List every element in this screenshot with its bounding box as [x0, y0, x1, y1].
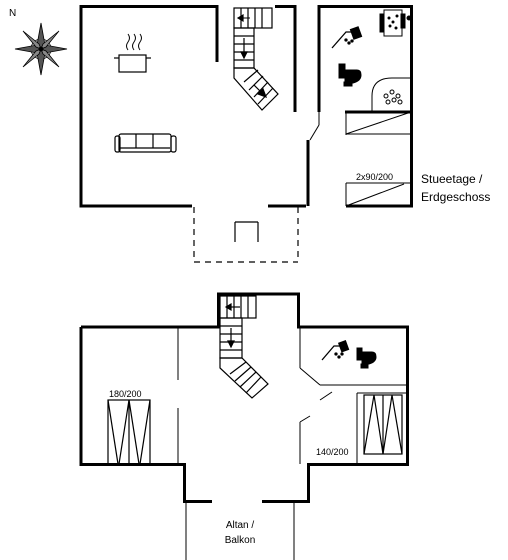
ground-floor-title-line1: Stueetage / — [421, 172, 483, 186]
upper-floor-plan — [79, 292, 409, 560]
balcony-label-line1: Altan / — [226, 520, 255, 531]
sofa-icon — [114, 133, 177, 153]
upper-toilet-icon — [356, 347, 377, 369]
upper-shower-icon — [321, 340, 350, 361]
balcony-label-line2: Balkon — [225, 535, 256, 546]
ground-floor-thin-walls — [309, 111, 412, 207]
shower-icon — [331, 26, 363, 49]
ground-floor-staircase — [233, 7, 279, 111]
upper-floor-thin-walls — [177, 327, 407, 560]
ground-floor-plan — [79, 5, 413, 263]
upper-bed-right-label: 140/200 — [316, 447, 349, 457]
toilet-icon — [338, 63, 362, 87]
double-bed-right — [363, 394, 403, 455]
ground-floor-walls — [79, 5, 413, 208]
ground-floor-bed-label: 2x90/200 — [356, 172, 393, 182]
compass-rose-icon: N — [9, 8, 68, 76]
sink-icon — [379, 9, 412, 37]
compass-north-label: N — [9, 8, 16, 19]
ground-floor-title-line2: Erdgeschoss — [421, 190, 490, 204]
entrance-porch — [193, 207, 299, 263]
whirlpool-icon — [371, 77, 411, 112]
upper-bed-left-label: 180/200 — [109, 389, 142, 399]
stove-pot-icon — [114, 33, 151, 73]
entrance-step — [234, 221, 259, 242]
upper-floor-staircase — [219, 295, 269, 399]
double-bed-left — [107, 399, 151, 465]
